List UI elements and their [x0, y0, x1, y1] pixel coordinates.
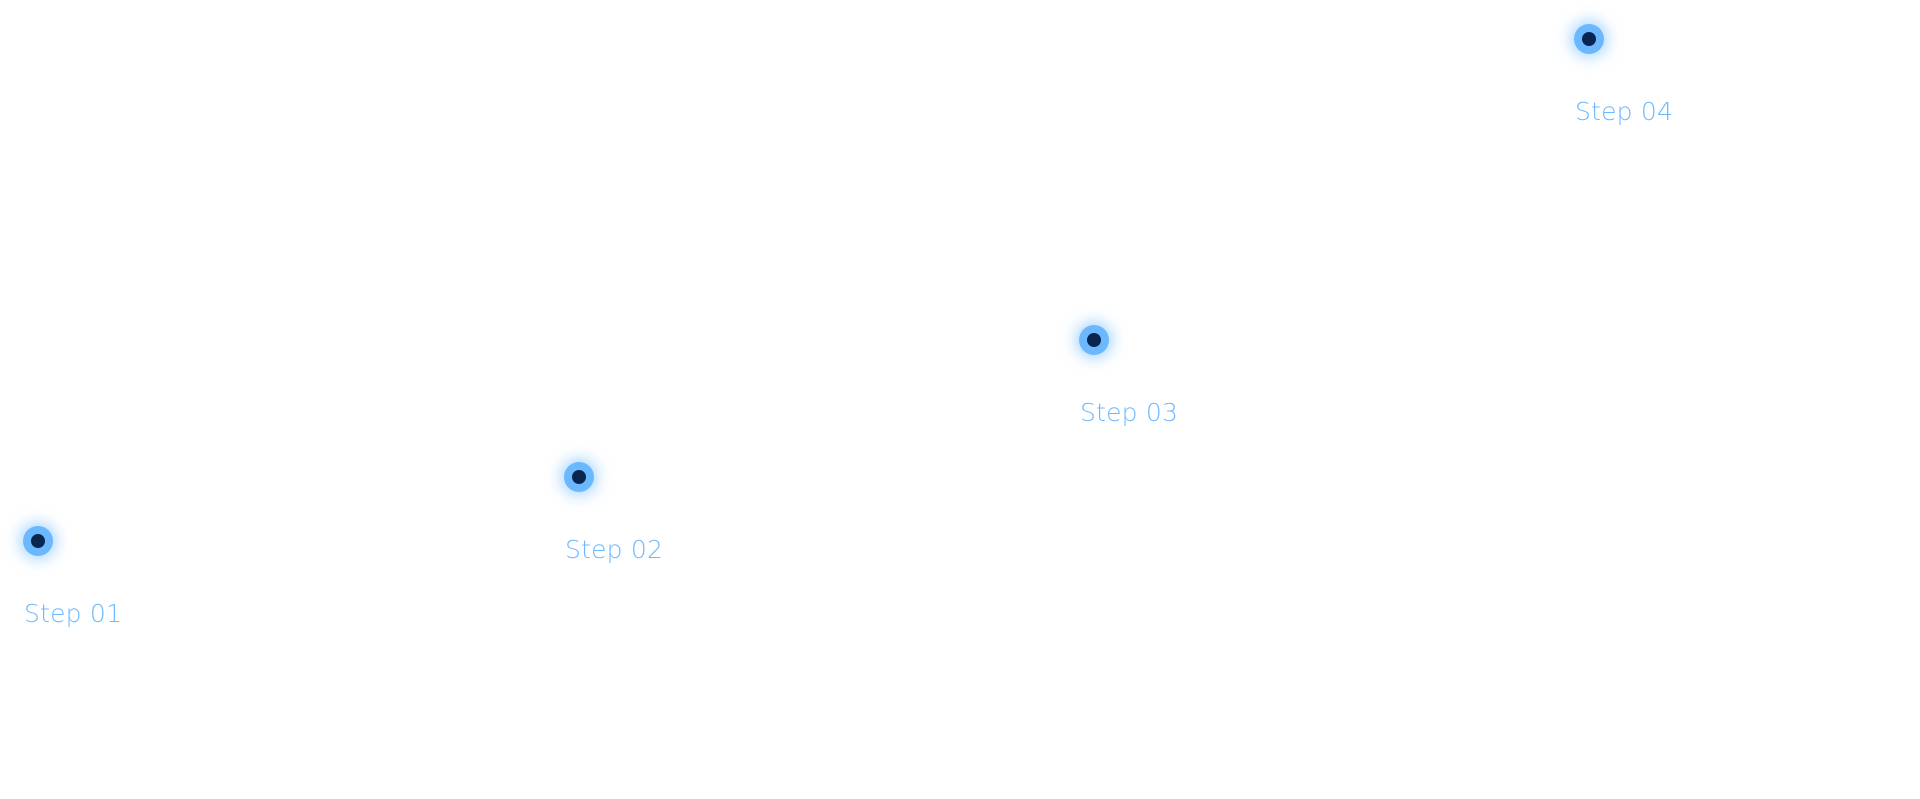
step-marker-dot-icon: [23, 526, 53, 556]
step-label: Step 01: [24, 599, 123, 628]
step-label: Step 02: [565, 535, 664, 564]
step-marker-dot-icon: [1079, 325, 1109, 355]
step-label: Step 04: [1575, 97, 1674, 126]
step-marker-dot-icon: [1574, 24, 1604, 54]
step-marker-dot-icon: [564, 462, 594, 492]
step-label: Step 03: [1080, 398, 1179, 427]
